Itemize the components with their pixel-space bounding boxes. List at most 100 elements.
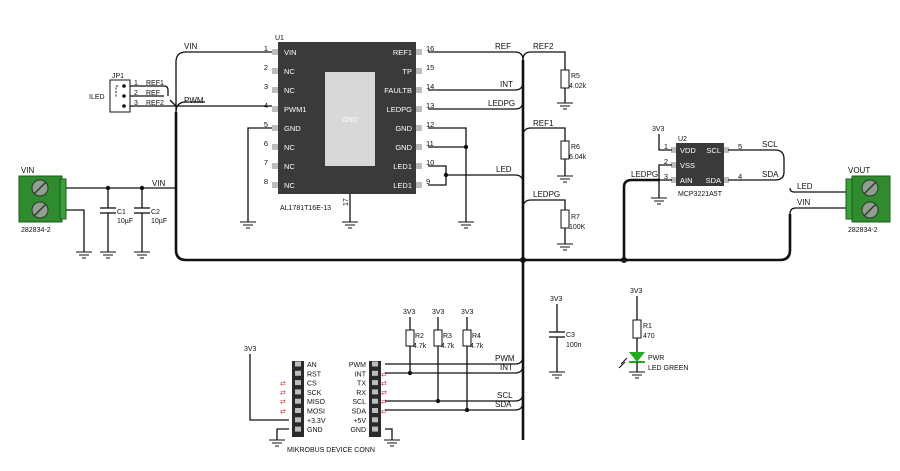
u1-part: AL1781T16E-13 bbox=[280, 205, 331, 212]
led-ref: PWR bbox=[648, 355, 664, 362]
u1-pin-number: 6 bbox=[264, 139, 268, 148]
mikrobus-3v3-rail: 3V3 bbox=[244, 346, 257, 353]
net-vin-label-top: VIN bbox=[184, 42, 198, 51]
u1-pin-number: 16 bbox=[426, 44, 434, 53]
u2-pin-number: 4 bbox=[738, 172, 742, 181]
mikrobus-right-label: GND bbox=[350, 427, 366, 434]
u1-pin-stub bbox=[416, 144, 422, 150]
u2-pin-name: VDD bbox=[680, 146, 696, 155]
u1-pin-number: 11 bbox=[426, 139, 434, 148]
r6-value: 6.04k bbox=[569, 154, 587, 161]
u1-pin-number: 12 bbox=[426, 120, 434, 129]
c1-ref: C1 bbox=[117, 209, 126, 216]
u1-pin17-num: 17 bbox=[343, 198, 350, 206]
u2-pin-name: AIN bbox=[680, 176, 693, 185]
net-vin-label-left: VIN bbox=[152, 179, 166, 188]
net-int-label-mb: INT bbox=[500, 363, 513, 372]
net-ref-label: REF bbox=[495, 42, 511, 51]
net-led-label-u1: LED bbox=[496, 165, 512, 174]
mikrobus-left-pin bbox=[295, 426, 301, 432]
net-scl-label-mb: SCL bbox=[497, 391, 513, 400]
jp1-pin2-num: 2 bbox=[134, 90, 138, 97]
u2-pin-stub bbox=[724, 177, 729, 183]
u1-pin-name: TP bbox=[402, 67, 412, 76]
u1-pin-name: NC bbox=[284, 162, 295, 171]
u2-pin-name: VSS bbox=[680, 161, 695, 170]
mikrobus-left-label: RST bbox=[307, 371, 322, 378]
vout-connector: VOUT 282834-2 bbox=[845, 166, 891, 234]
u1-pin-stub bbox=[416, 163, 422, 169]
mikrobus-right-pin bbox=[372, 417, 378, 423]
mikrobus-left-pin bbox=[295, 361, 301, 367]
led-value: LED GREEN bbox=[648, 365, 688, 372]
mikrobus-right-pin bbox=[372, 398, 378, 404]
net-ledpg-label-u1: LEDPG bbox=[488, 99, 515, 108]
mikrobus-right-pin bbox=[372, 408, 378, 413]
u1-pin-number: 2 bbox=[264, 63, 268, 72]
u1-pin-name: GND bbox=[284, 124, 301, 133]
resistor-r6: R6 6.04k bbox=[557, 140, 587, 183]
u1-pin-number: 3 bbox=[264, 82, 268, 91]
resistor-r7: R7 100K bbox=[557, 209, 586, 251]
mikrobus-direction-icon: ⇄ bbox=[381, 371, 387, 378]
vin-connector: VIN 282834-2 bbox=[18, 166, 67, 234]
mikrobus-direction-icon: ⇄ bbox=[381, 390, 387, 397]
jp1-pin1-net: REF1 bbox=[146, 80, 164, 87]
mikrobus-direction-icon: ⇄ bbox=[381, 399, 387, 406]
u1-pin-number: 14 bbox=[426, 82, 434, 91]
resistor-r2: 3V3 R2 4.7k bbox=[403, 309, 427, 350]
resistor-r3: 3V3 R3 4.7k bbox=[432, 309, 455, 350]
u1-pin-name: NC bbox=[284, 181, 295, 190]
u1-pin-stub bbox=[272, 49, 278, 55]
u1-pin-stub bbox=[272, 182, 278, 188]
u1-pin-name: REF1 bbox=[393, 48, 412, 57]
u1-pin-stub bbox=[272, 68, 278, 74]
u1-pin-number: 9 bbox=[426, 177, 430, 186]
mikrobus-direction-icon: ⇄ bbox=[280, 381, 286, 388]
mikrobus-right-label: SCL bbox=[352, 399, 366, 406]
u2-pin-stub bbox=[671, 162, 676, 168]
r3-ref: R3 bbox=[443, 333, 452, 340]
u1-ref: U1 bbox=[275, 35, 284, 42]
vin-connector-title: VIN bbox=[21, 166, 35, 175]
c3-rail: 3V3 bbox=[550, 296, 563, 303]
r1-rail: 3V3 bbox=[630, 288, 643, 295]
u1-pin-stub bbox=[272, 125, 278, 131]
net-scl-label-u2: SCL bbox=[762, 140, 778, 149]
net-vin-label-vout: VIN bbox=[797, 198, 811, 207]
net-int-label-u1: INT bbox=[500, 80, 513, 89]
mikrobus-direction-icon: ⇄ bbox=[280, 409, 286, 416]
u2-pin-number: 1 bbox=[664, 142, 668, 151]
resistor-r5: R5 4.02k bbox=[557, 69, 587, 110]
u1-pin-number: 8 bbox=[264, 177, 268, 186]
mikrobus-direction-icon: ⇄ bbox=[381, 381, 387, 388]
jp1-pin3-net: REF2 bbox=[146, 100, 164, 107]
u1-pin-stub bbox=[272, 106, 278, 112]
net-ledpg-label-u2: LEDPG bbox=[631, 170, 658, 179]
mikrobus-left-label: +3.3V bbox=[307, 418, 326, 425]
u1-pin-name: LED1 bbox=[393, 181, 412, 190]
mikrobus-right-pin bbox=[372, 370, 378, 376]
mikrobus-right-label: TX bbox=[357, 381, 366, 388]
mikrobus-right-label: SDA bbox=[352, 409, 367, 416]
c2-value: 10µF bbox=[151, 218, 167, 225]
capacitor-c1: C1 10µF bbox=[100, 188, 133, 252]
u2-pin-number: 3 bbox=[664, 172, 668, 181]
r4-value: 4.7k bbox=[470, 343, 484, 350]
vout-connector-title: VOUT bbox=[848, 166, 870, 175]
u1-pin-stub bbox=[416, 106, 422, 112]
mikrobus-left-pin bbox=[295, 398, 301, 404]
r3-rail: 3V3 bbox=[432, 309, 445, 316]
jp1-side-label: ILED bbox=[89, 94, 105, 101]
u1-pad-label: GND bbox=[342, 117, 358, 124]
r7-value: 100K bbox=[569, 224, 586, 231]
u1-pin-stub bbox=[416, 49, 422, 55]
r2-value: 4.7k bbox=[413, 343, 427, 350]
u1-right-pins: 16REF115TP14FAULTB13LEDPG12GND11GND10LED… bbox=[384, 44, 434, 190]
mikrobus-title: MIKROBUS DEVICE CONN bbox=[287, 447, 375, 454]
r2-rail: 3V3 bbox=[403, 309, 416, 316]
